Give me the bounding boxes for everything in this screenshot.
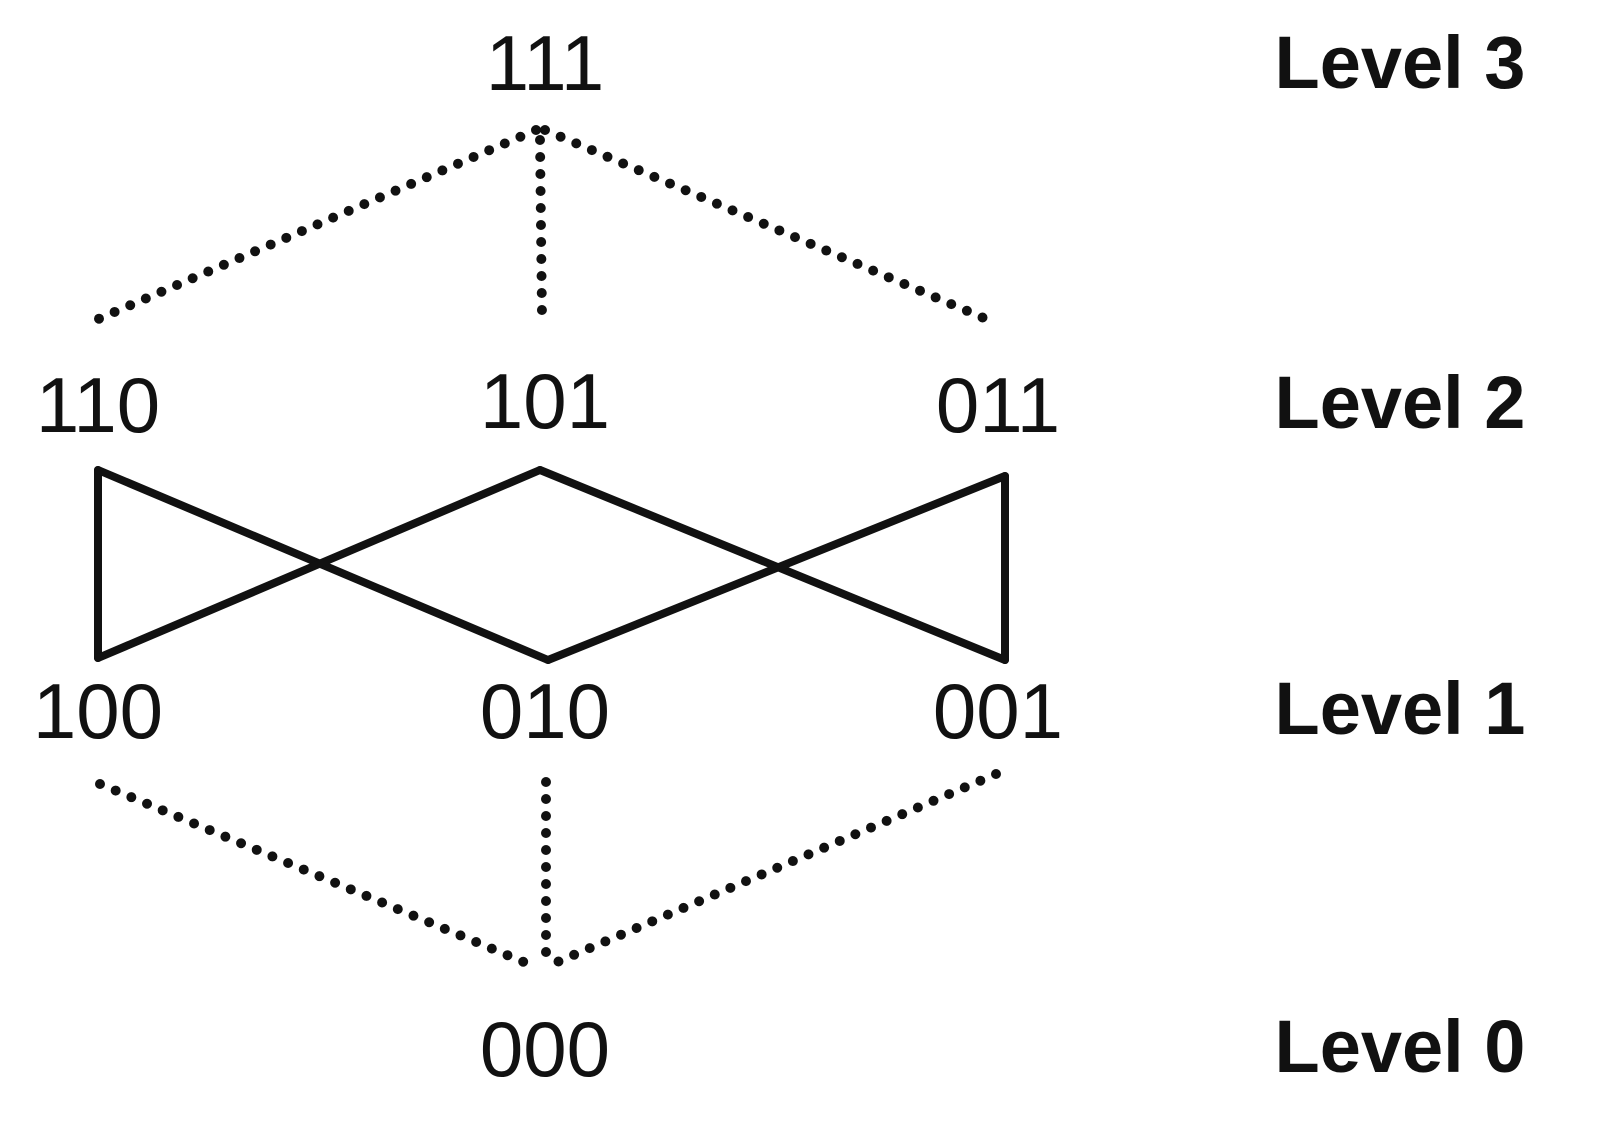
edge-111-011 — [540, 125, 998, 327]
edge-111-101 — [535, 135, 547, 321]
level-3-label: Level 3 — [1275, 21, 1526, 104]
node-110: 110 — [36, 361, 160, 449]
node-100: 100 — [33, 667, 163, 755]
level-1-label: Level 1 — [1275, 667, 1526, 750]
node-011: 011 — [936, 361, 1060, 449]
node-111: 111 — [486, 19, 605, 107]
dotted-edges — [91, 125, 1001, 973]
node-001: 001 — [933, 667, 1063, 755]
node-010: 010 — [480, 667, 610, 755]
edge-011-010 — [544, 472, 1009, 664]
level-2-label: Level 2 — [1275, 361, 1526, 444]
node-101: 101 — [480, 357, 610, 445]
node-000: 000 — [480, 1005, 610, 1093]
level-0-label: Level 0 — [1275, 1005, 1526, 1088]
edge-101-001 — [536, 466, 1009, 664]
level-labels: Level 3 Level 2 Level 1 Level 0 — [1275, 21, 1526, 1088]
edge-111-110 — [91, 125, 541, 325]
solid-edges — [94, 466, 1009, 664]
edge-001-000 — [543, 769, 1001, 971]
edge-100-000 — [95, 779, 543, 973]
edge-101-100 — [94, 466, 544, 662]
node-labels: 111 110 101 011 100 010 001 000 — [33, 19, 1063, 1093]
